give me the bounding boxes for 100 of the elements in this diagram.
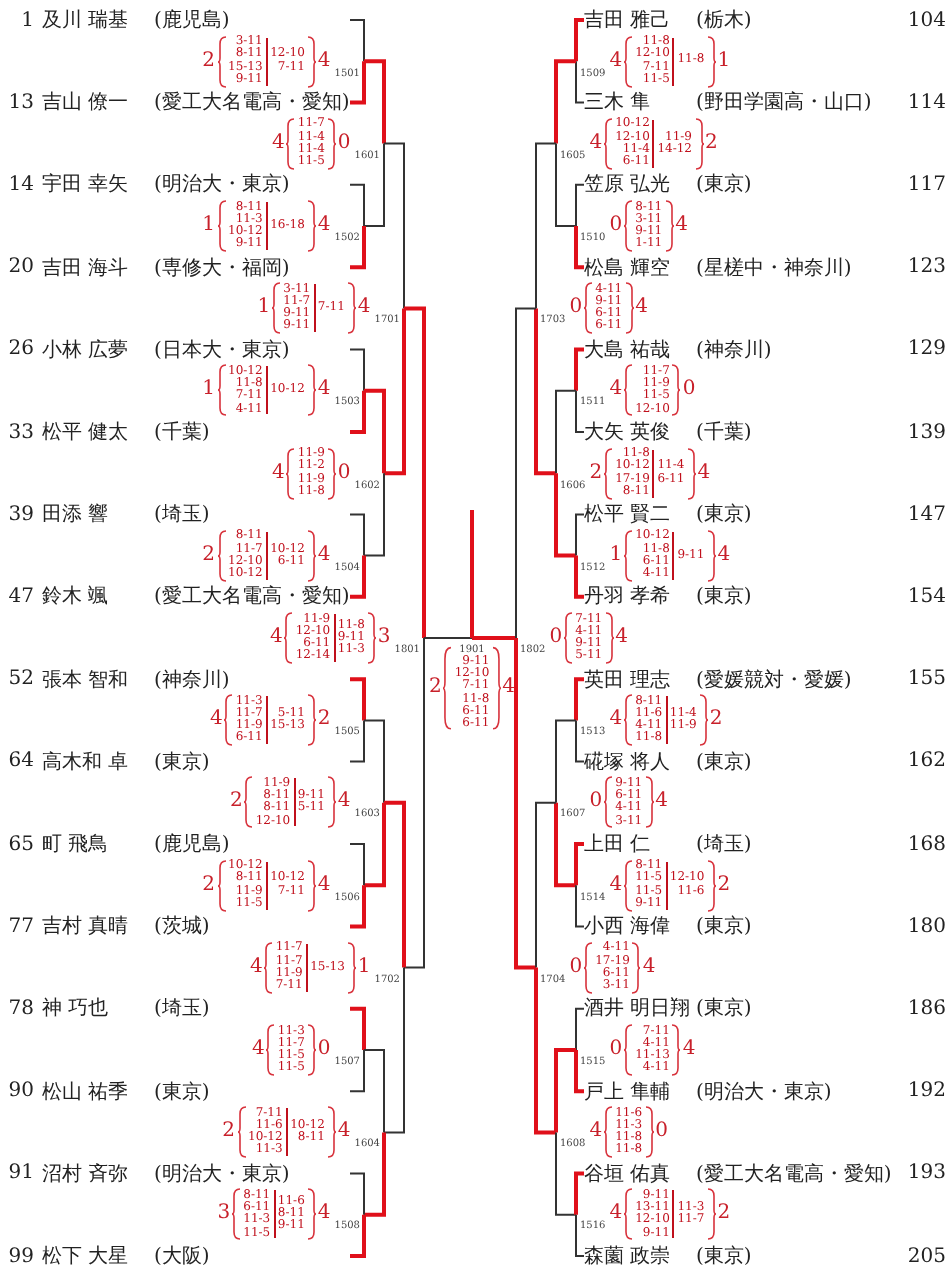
seed-number: 117 [907, 173, 946, 196]
match-score: 0 [335, 133, 353, 154]
seed-number: 205 [907, 1245, 946, 1267]
seed-number: 154 [907, 585, 946, 608]
team-affiliation: (愛工大名電高・愛知) [696, 1161, 892, 1188]
team-affiliation: (鹿児島) [154, 7, 230, 34]
player-name: 鈴木 颯 [42, 583, 111, 611]
team-affiliation: (大阪) [154, 1243, 210, 1270]
seed-number: 26 [6, 338, 34, 361]
team-affiliation: (東京) [696, 501, 752, 529]
team-affiliation: (栃木) [696, 7, 752, 34]
team-affiliation: (専修大・福岡) [154, 255, 290, 282]
match-score: 3 [375, 628, 393, 648]
team-affiliation: (埼玉) [696, 832, 752, 858]
team-affiliation: (愛媛競対・愛媛) [696, 667, 852, 694]
player-name: 及川 瑞基 [42, 7, 131, 34]
seed-number: 90 [6, 1080, 34, 1103]
player-name: 吉田 海斗 [42, 255, 131, 282]
seed-number: 114 [907, 91, 946, 114]
match-score: 4 [315, 216, 333, 236]
match-score: 4 [315, 1204, 333, 1225]
team-affiliation: (愛工大名電高・愛知) [154, 89, 350, 117]
seed-number: 39 [6, 503, 34, 526]
team-affiliation: (茨城) [154, 913, 210, 941]
team-affiliation: (千葉) [154, 419, 210, 446]
team-affiliation: (神奈川) [696, 337, 772, 364]
team-affiliation: (東京) [696, 171, 752, 199]
seed-number: 13 [6, 91, 34, 114]
match-score: 4 [315, 545, 333, 566]
player-name: 硴塚 将人 [584, 749, 673, 776]
seed-number: 47 [6, 585, 34, 608]
match-score: 4 [680, 1040, 698, 1060]
match-score: 3 [215, 1204, 233, 1225]
player-name: 丹羽 孝希 [584, 583, 673, 611]
match-score: 4 [500, 678, 518, 699]
match-score: 0 [547, 628, 565, 648]
match-score: 2 [587, 463, 605, 484]
player-name: 松山 祐季 [42, 1079, 131, 1106]
seed-number: 14 [6, 173, 34, 196]
player-name: 三木 隼 [584, 89, 653, 117]
match-score: 4 [607, 710, 625, 731]
match-score: 2 [715, 875, 733, 896]
team-affiliation: (鹿児島) [154, 831, 230, 858]
match-score: 4 [587, 1122, 605, 1143]
player-name: 吉山 僚一 [42, 89, 131, 117]
match-score: 2 [200, 875, 217, 896]
player-name: 大島 祐哉 [584, 337, 673, 364]
match-score: 4 [607, 51, 625, 72]
player-name: 森薗 政崇 [584, 1243, 673, 1270]
seed-number: 147 [907, 503, 946, 526]
match-score: 1 [200, 216, 217, 236]
team-affiliation: (埼玉) [154, 502, 210, 529]
seed-number: 78 [6, 997, 34, 1020]
seed-number: 186 [907, 997, 946, 1020]
match-score: 0 [653, 1122, 670, 1143]
seed-number: 123 [907, 256, 946, 279]
match-score: 2 [227, 792, 245, 813]
match-score: 4 [250, 1040, 267, 1060]
seed-number: 64 [6, 750, 34, 773]
match-score: 0 [335, 463, 353, 484]
match-score: 2 [703, 133, 720, 154]
match-score: 4 [607, 1204, 625, 1225]
player-name: 張本 智和 [42, 667, 131, 694]
match-score: 0 [567, 957, 585, 978]
seed-number: 99 [6, 1245, 34, 1267]
match-score: 4 [607, 875, 625, 896]
team-affiliation: (野田学園高・山口) [696, 89, 872, 117]
seed-number: 52 [6, 668, 34, 691]
match-score: 1 [715, 51, 733, 72]
team-affiliation: (埼玉) [154, 996, 210, 1023]
player-name: 沼村 斉弥 [42, 1161, 131, 1188]
match-score: 1 [607, 545, 625, 566]
match-score: 4 [207, 710, 225, 731]
match-score: 2 [707, 710, 725, 731]
seed-number: 33 [6, 421, 34, 443]
seed-number: 193 [907, 1162, 946, 1185]
seed-number: 180 [907, 915, 946, 938]
player-name: 酒井 明日翔 [584, 995, 693, 1023]
player-name: 大矢 英俊 [584, 419, 673, 446]
match-score: 4 [335, 792, 353, 813]
match-score: 4 [607, 380, 625, 401]
match-score: 4 [715, 545, 733, 566]
match-score: 2 [200, 545, 217, 566]
player-name: 松島 輝空 [584, 255, 673, 282]
team-affiliation: (星槎中・神奈川) [696, 255, 852, 282]
match-score: 4 [270, 463, 287, 484]
player-name: 小林 広夢 [42, 337, 131, 364]
seed-number: 20 [6, 256, 34, 279]
seed-number: 162 [907, 750, 946, 773]
team-affiliation: (東京) [696, 1243, 752, 1270]
team-affiliation: (千葉) [696, 419, 752, 446]
match-score: 4 [270, 133, 287, 154]
match-score: 0 [680, 380, 698, 401]
team-affiliation: (東京) [696, 749, 752, 776]
match-score: 4 [587, 133, 605, 154]
seed-number: 65 [6, 833, 34, 855]
player-name: 神 巧也 [42, 995, 111, 1023]
match-score: 0 [315, 1040, 333, 1060]
match-score: 1 [200, 380, 217, 401]
match-score: 4 [653, 792, 670, 813]
